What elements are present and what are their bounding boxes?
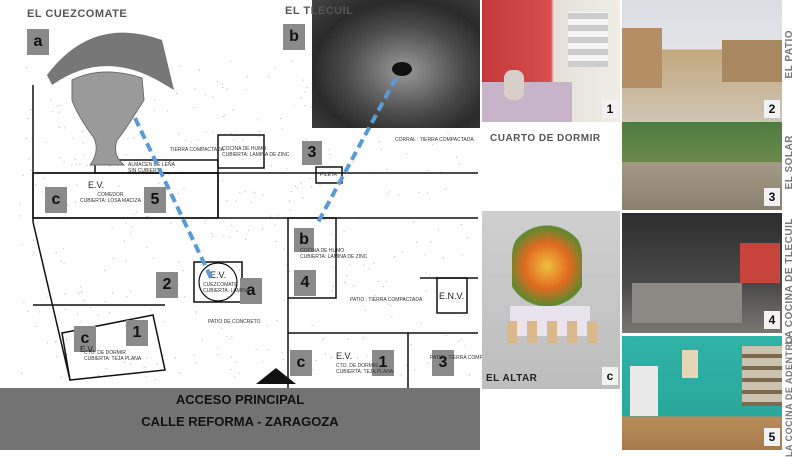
tag-4-cocina: 4 <box>294 270 316 296</box>
label-dormir-left: CTO. DE DORMIR CUBIERTA: TEJA PLANA <box>84 350 141 362</box>
arrow-tlecuil <box>314 77 398 227</box>
cuezcomate-name: CUEZCOMATE <box>203 282 238 288</box>
photo-number-4: 4 <box>764 311 780 329</box>
dormir-left-name: CTO. DE DORMIR <box>84 350 126 356</box>
patio-photo: 2 <box>622 0 782 122</box>
tag-c-dormir-left: c <box>74 326 96 352</box>
bed <box>482 82 572 122</box>
header-cuarto: CUARTO DE DORMIR <box>490 133 601 144</box>
almacen-name: ALMACEN DE LEÑA <box>128 162 175 168</box>
comedor-cover: CUBIERTA: LOSA MACIZA <box>80 198 141 204</box>
env-label: E.N.V. <box>439 291 465 301</box>
header-cuezcomate: EL CUEZCOMATE <box>27 8 128 20</box>
label-corral: CORRAL : TIERRA COMPACTADA <box>395 137 474 143</box>
tag-a-cuezcomate: a <box>240 278 262 304</box>
label-cocina-humo-top: COCINA DE HUMO CUBIERTA: LAMINA DE ZINC <box>222 146 289 158</box>
access-banner: ACCESO PRINCIPAL CALLE REFORMA - ZARAGOZ… <box>0 388 480 450</box>
label-patio-tierra-2: PATIO : TIERRA COMPACTADA <box>430 355 503 361</box>
solar-photo: 3 <box>622 122 782 210</box>
entrance-arrow-icon <box>256 368 296 384</box>
label-patio-tierra: PATIO : TIERRA COMPACTADA <box>350 297 423 303</box>
cocina-humo-cover: CUBIERTA: LAMINA DE ZINC <box>300 254 368 260</box>
cocina-humo-top-cover: CUBIERTA: LAMINA DE ZINC <box>222 152 290 158</box>
fridge <box>630 366 658 416</box>
label-patio-concreto: PATIO DE CONCRETO <box>208 319 261 325</box>
tag-3-pileta: 3 <box>302 141 322 165</box>
label-dormir-right: CTO. DE DORMIR CUBIERTA: TEJA PLANA <box>336 363 393 375</box>
tag-5-comedor: 5 <box>144 187 166 213</box>
tag-a-top: a <box>27 29 49 55</box>
cocina-adentro-photo: 5 <box>622 336 782 450</box>
tag-c-dormir-right: c <box>290 350 312 376</box>
person <box>504 70 524 100</box>
cuezcomate-circle <box>198 262 238 302</box>
tag-2-patio: 2 <box>156 272 178 298</box>
photo-letter-c: c <box>602 367 618 385</box>
tlecuil-stove <box>632 283 742 323</box>
cocina-tlecuil-photo: 4 <box>622 213 782 333</box>
label-tierra-compactada: TIERRA COMPACTADA <box>170 147 224 153</box>
altar-chairs <box>507 321 597 343</box>
tag-1-dormir-left: 1 <box>126 320 148 346</box>
patio-house-2 <box>722 40 782 82</box>
cuezcomate-photo <box>47 32 174 166</box>
access-title: ACCESO PRINCIPAL <box>175 392 305 407</box>
label-almacen: ALMACEN DE LEÑA SIN CUBIERTA <box>128 162 175 174</box>
tag-b-cocina: b <box>294 228 314 252</box>
photo-number-2: 2 <box>764 100 780 118</box>
photo-number-1: 1 <box>602 100 618 118</box>
pantry-shelf <box>742 346 782 406</box>
ev-dormir-right: E.V. <box>336 351 353 361</box>
ev-dormir-left: E.V. <box>80 345 95 354</box>
altar-arch <box>512 221 582 311</box>
shelf <box>568 12 608 67</box>
header-tlecuil: EL TLECUIL <box>285 5 354 17</box>
patio-house <box>622 28 662 88</box>
comedor-name: COMEDOR <box>97 192 124 198</box>
floor-plan: EL CUEZCOMATE EL TLECUIL a b 3 c 5 b 4 2… <box>0 0 502 450</box>
shrine <box>682 350 698 378</box>
tag-c-comedor: c <box>45 187 67 213</box>
dormir-left-cover: CUBIERTA: TEJA PLANA <box>84 356 142 362</box>
arrow-cuezcomate <box>133 117 215 283</box>
tlecuil-photo <box>312 0 480 128</box>
almacen-cover: SIN CUBIERTA <box>128 168 163 174</box>
photo-number-5: 5 <box>764 428 780 446</box>
access-street: CALLE REFORMA - ZARAGOZA <box>141 414 339 429</box>
table-cloth <box>740 243 780 283</box>
cocina-humo-top-name: COCINA DE HUMO <box>222 146 267 152</box>
tag-1-dormir-right: 1 <box>372 350 394 376</box>
ev-comedor: E.V. <box>88 180 105 190</box>
cuezcomate-cover: CUBIERTA: LAMINA <box>203 288 250 294</box>
label-el-solar: EL SOLAR <box>784 135 795 190</box>
cocina-humo-name: COCINA DE HUMO <box>300 248 345 254</box>
label-cuezcomate: CUEZCOMATE CUBIERTA: LAMINA <box>203 282 249 294</box>
dormir-right-name: CTO. DE DORMIR <box>336 363 378 369</box>
tag-b-top: b <box>283 24 305 50</box>
photo-number-3: 3 <box>764 188 780 206</box>
label-cocina-adentro: LA COCINA DE ADENTRO <box>784 336 794 457</box>
label-pileta: PILETA <box>320 172 337 178</box>
header-altar: EL ALTAR <box>486 373 538 384</box>
altar-photo: EL ALTAR c <box>482 211 620 389</box>
label-comedor: COMEDOR CUBIERTA: LOSA MACIZA <box>80 192 141 204</box>
label-cocina-humo: COCINA DE HUMO CUBIERTA: LAMINA DE ZINC <box>300 248 367 260</box>
cuarto-dormir-photo: 1 <box>482 0 620 122</box>
label-cocina-tlecuil: LA COCINA DE TLECUIL <box>784 218 795 345</box>
tag-3-patio-right: 3 <box>432 350 454 376</box>
tlecuil-hole <box>392 62 412 76</box>
label-el-patio: EL PATIO <box>784 30 795 79</box>
dormir-right-cover: CUBIERTA: TEJA PLANA <box>336 369 394 375</box>
connector-arrows <box>133 77 398 384</box>
ev-cuezcomate: E.V. <box>210 270 227 280</box>
